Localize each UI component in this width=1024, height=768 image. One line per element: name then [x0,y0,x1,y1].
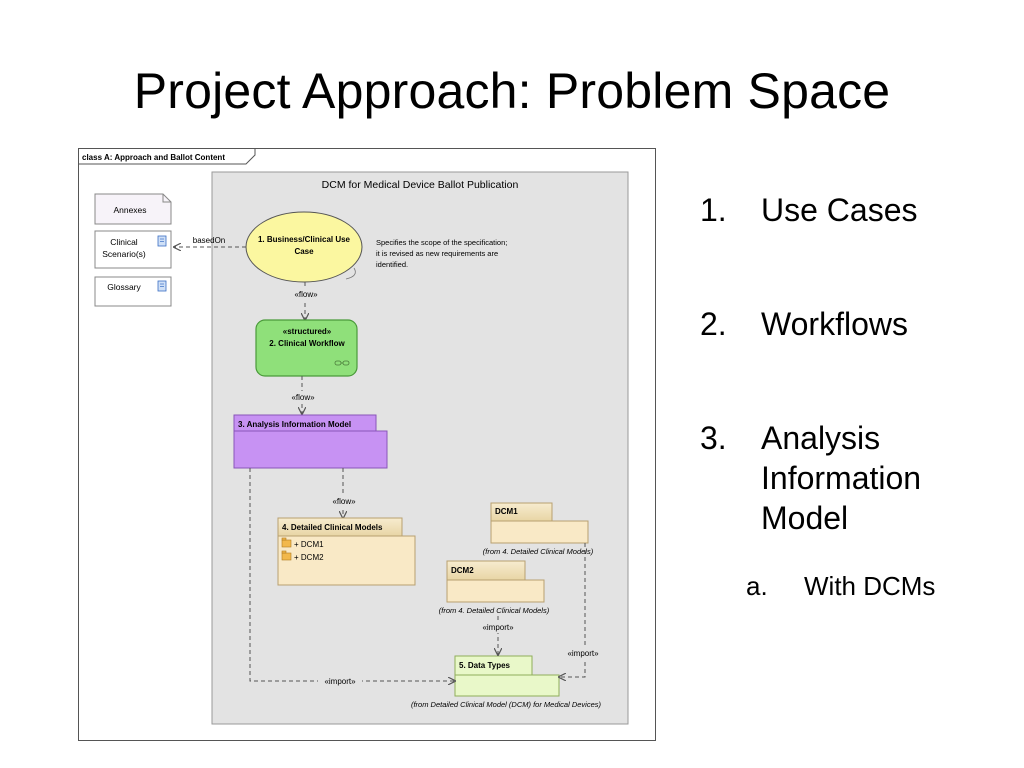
uml-diagram: class A: Approach and Ballot Content DCM… [78,148,656,741]
bullet-number: 3. [700,420,727,456]
document-icon [157,280,167,292]
dcm1-package: DCM1 (from 4. Detailed Clinical Models) [483,502,594,556]
use-case-node: 1. Business/Clinical Use Case [245,211,363,283]
analysis-model-node: 3. Analysis Information Model [233,414,388,469]
clinical-scenarios-note: Clinical Scenario(s) [94,230,172,269]
use-case-label-line1: 1. Business/Clinical Use [258,235,351,244]
flow-label-1: «flow» [294,290,318,299]
analysis-model-label: 3. Analysis Information Model [238,420,351,429]
bullet-text: Use Cases [761,192,918,228]
import-label-right: «import» [567,649,599,658]
data-types-name: 5. Data Types [459,661,511,670]
folder-icon [281,550,292,561]
bullet-number: 2. [700,306,727,342]
flow-label-bg-2 [286,391,320,403]
workflow-node: «structured» 2. Clinical Workflow [255,319,358,377]
use-case-note: Specifies the scope of the specification… [376,238,507,269]
flow-label-bg-3 [327,495,361,507]
folder-icon [281,537,292,548]
sub-bullet-text: With DCMs [804,571,936,601]
dcm2-name: DCM2 [451,566,474,575]
dcm2-from: (from 4. Detailed Clinical Models) [439,606,550,615]
data-types-from: (from Detailed Clinical Model (DCM) for … [411,700,602,709]
glossary-note: Glossary [94,276,172,307]
flow-label-bg-1 [289,288,323,300]
workflow-stereotype: «structured» [283,327,332,336]
based-on-label: basedOn [193,236,225,245]
note-line1: Specifies the scope of the specification… [376,238,507,247]
annexes-label: Annexes [113,205,146,215]
bullet-text: Analysis Information Model [761,420,922,536]
detailed-models-title: 4. Detailed Clinical Models [282,523,383,532]
import-connector-left [249,468,455,681]
import-label-mid: «import» [482,623,514,632]
bullet-number: 1. [700,192,727,228]
frame-label: class A: Approach and Ballot Content [82,153,225,162]
use-case-label-line2: Case [294,247,314,256]
package-title: DCM for Medical Device Ballot Publicatio… [322,179,519,191]
annexes-note: Annexes [94,193,172,225]
glossary-label: Glossary [107,282,141,292]
note-line2: it is revised as new requirements are [376,249,498,258]
document-icon [157,235,167,247]
bullet-text: Workflows [761,306,908,342]
dcm1-name: DCM1 [495,507,518,516]
import-label-bg-mid [476,621,520,633]
flow-label-2: «flow» [291,393,315,402]
detailed-models-package: 4. Detailed Clinical Models + DCM1 + DCM… [277,517,416,586]
data-types-package: 5. Data Types (from Detailed Clinical Mo… [411,655,602,709]
clinical-scenarios-label-line1: Clinical [110,237,138,247]
uml-diagram-svg: class A: Approach and Ballot Content DCM… [78,148,656,741]
import-connector-right [559,543,586,677]
import-label-left: «import» [324,677,356,686]
import-label-bg-right [561,647,605,659]
dcm1-from: (from 4. Detailed Clinical Models) [483,547,594,556]
import-label-bg-left [318,675,362,687]
dcm2-package: DCM2 (from 4. Detailed Clinical Models) [439,560,550,615]
note-line3: identified. [376,260,408,269]
workflow-name: 2. Clinical Workflow [269,339,345,348]
clinical-scenarios-label-line2: Scenario(s) [102,249,146,259]
slide-title: Project Approach: Problem Space [133,63,891,119]
detailed-models-item-2: + DCM2 [294,553,324,562]
detailed-models-item-1: + DCM1 [294,540,324,549]
workflow-link-icon [334,360,350,366]
flow-label-3: «flow» [332,497,356,506]
sub-bullet-number: a. [746,571,768,601]
frame-label-tab [78,148,256,165]
